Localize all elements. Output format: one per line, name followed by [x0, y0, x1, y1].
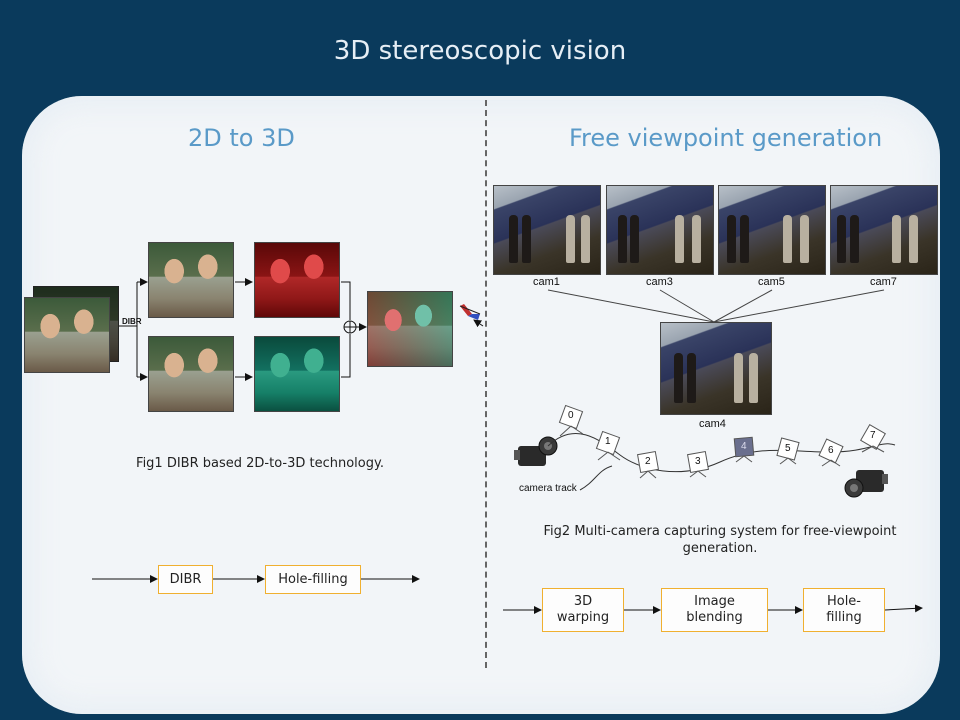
- anaglyph-glasses-icon: [458, 302, 482, 322]
- dibr-tag: DIBR: [122, 317, 142, 326]
- track-cam-2: [636, 450, 660, 479]
- anaglyph-frame: [367, 291, 453, 367]
- cam4-frame: [660, 322, 772, 415]
- box-line: filling: [826, 610, 862, 625]
- right-view-frame: [148, 336, 234, 412]
- track-number-2: 2: [645, 456, 651, 467]
- source-frame: [24, 297, 110, 373]
- track-number-0: 0: [568, 410, 574, 421]
- track-cam-4: [733, 436, 755, 463]
- track-cam-6: [818, 438, 844, 467]
- video-camera-right-icon: [842, 464, 888, 504]
- track-number-4: 4: [741, 441, 747, 452]
- track-number-5: 5: [785, 443, 791, 454]
- box-line: Image: [694, 594, 735, 609]
- camera-track-label: camera track: [519, 483, 577, 494]
- track-cam-3: [686, 450, 710, 478]
- box-line: warping: [556, 610, 610, 625]
- cam4-label: cam4: [699, 418, 726, 430]
- track-number-1: 1: [605, 436, 611, 447]
- cam-convergence-lines: [547, 289, 885, 323]
- track-cam-7: [860, 424, 886, 453]
- dibr-branch-lines: [119, 278, 484, 381]
- cam3-label: cam3: [646, 276, 673, 288]
- cam3-frame: [606, 185, 714, 275]
- left-section-title: 2D to 3D: [188, 124, 295, 152]
- cam7-frame: [830, 185, 938, 275]
- track-cam-5: [776, 437, 800, 465]
- cyan-channel-frame: [254, 336, 340, 412]
- box-line: blending: [686, 610, 743, 625]
- track-number-6: 6: [828, 445, 834, 456]
- right-caption-line1: Fig2 Multi-camera capturing system for f…: [543, 524, 897, 539]
- right-caption: Fig2 Multi-camera capturing system for f…: [520, 523, 920, 557]
- track-number-7: 7: [870, 430, 876, 441]
- cam5-frame: [718, 185, 826, 275]
- slide-title: 3D stereoscopic vision: [333, 36, 627, 66]
- left-caption: Fig1 DIBR based 2D-to-3D technology.: [136, 456, 384, 471]
- track-cam-1: [595, 430, 621, 461]
- right-pipeline-box-hole-filling: Hole-filling: [803, 588, 885, 632]
- box-line: 3D: [573, 594, 593, 609]
- left-view-frame: [148, 242, 234, 318]
- left-pipeline-box-hole-filling: Hole-filling: [265, 565, 361, 594]
- right-section-title: Free viewpoint generation: [569, 124, 883, 152]
- left-pipeline-box-dibr: DIBR: [158, 565, 213, 594]
- right-caption-line2: generation.: [682, 541, 758, 556]
- section-divider: [485, 100, 487, 668]
- cam7-label: cam7: [870, 276, 897, 288]
- cam1-frame: [493, 185, 601, 275]
- right-pipeline-arrows: [503, 604, 923, 614]
- box-line: Hole-: [826, 594, 861, 609]
- red-channel-frame: [254, 242, 340, 318]
- track-cam-0: [558, 404, 584, 437]
- cam5-label: cam5: [758, 276, 785, 288]
- track-cameras: [558, 404, 886, 479]
- track-number-3: 3: [695, 456, 701, 467]
- cam1-label: cam1: [533, 276, 560, 288]
